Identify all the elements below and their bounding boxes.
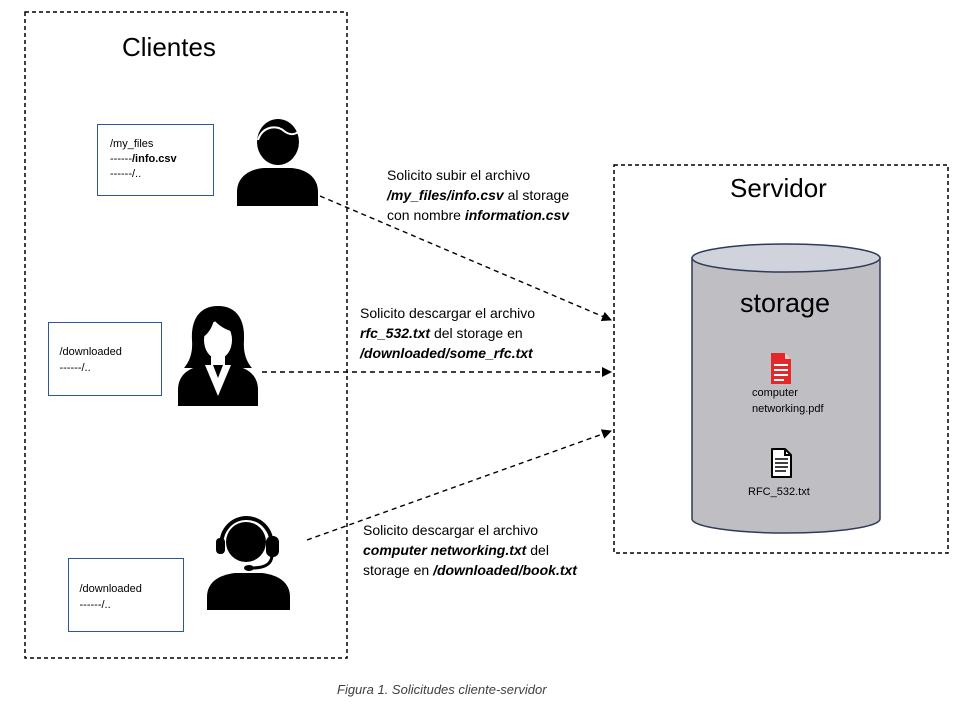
user-bangs	[203, 316, 234, 337]
headset-mic	[244, 565, 254, 571]
request-line: Solicito descargar el archivo	[363, 522, 539, 538]
pdf-page-fold	[785, 353, 791, 359]
female-user-icon	[178, 306, 258, 406]
storage-label: storage	[740, 288, 831, 318]
file-tree-parent-entry: ------/..	[59, 361, 91, 374]
file-tree-root: /downloaded	[79, 582, 142, 595]
request-line: Solicito descargar el archivo	[360, 305, 536, 321]
figure-caption: Figura 1. Solicitudes cliente-servidor	[337, 682, 547, 697]
text-lines	[775, 458, 788, 472]
user-body	[237, 168, 318, 206]
request-source-file: /my_files/info.csv	[387, 187, 504, 203]
pdf-line	[774, 374, 788, 376]
text-file-icon	[771, 448, 792, 478]
file-tree-entry-prefix: ------	[110, 153, 132, 165]
file-tree-root: /downloaded	[59, 345, 122, 358]
headset-band	[219, 516, 274, 549]
upload-request-arrow	[319, 195, 612, 322]
request-source-file: computer networking.txt	[363, 542, 527, 558]
pdf-page	[771, 353, 791, 384]
storage-cylinder	[691, 243, 881, 534]
user-hairline	[257, 126, 299, 141]
request-text: con nombre	[387, 207, 461, 223]
file-tree-root: /my_files	[110, 138, 154, 150]
request-line: computer networking.txt del	[363, 540, 577, 560]
request-line: Solicito subir el archivo	[387, 167, 531, 183]
request-line: storage en /downloaded/book.txt	[363, 560, 577, 580]
stored-file-name: computer networking.pdf	[752, 387, 824, 415]
request-target-name: information.csv	[464, 207, 570, 223]
headset-user-icon	[207, 516, 290, 610]
request-line: /my_files/info.csv al storage	[387, 185, 569, 205]
server-panel-title: Servidor	[730, 173, 827, 203]
client-file-tree-box: /my_files ------/info.csv ------/..	[97, 124, 214, 196]
user-neck	[211, 354, 225, 366]
text-page-fold	[784, 449, 791, 456]
user-head	[257, 119, 299, 165]
download-rfc-request-label: Solicito descargar el archivo rfc_532.tx…	[360, 303, 535, 363]
cylinder-top	[691, 243, 881, 273]
request-line: con nombre information.csv	[387, 205, 569, 225]
request-text: del storage en	[433, 325, 523, 341]
clients-panel-border	[24, 11, 348, 659]
request-text: del	[530, 542, 549, 558]
headset-ear-cup-right	[266, 536, 279, 557]
pdf-line	[774, 369, 788, 371]
request-target-path: /downloaded/some_rfc.txt	[360, 345, 533, 361]
request-text: storage en	[363, 562, 430, 578]
file-tree-entry-name: /info.csv	[131, 153, 177, 165]
pdf-line	[774, 364, 788, 366]
request-target-path: /downloaded/book.txt	[433, 562, 577, 578]
headset-ear-cup-left	[216, 538, 225, 554]
upload-request-label: Solicito subir el archivo /my_files/info…	[387, 165, 569, 225]
user-collar-inner	[213, 365, 223, 378]
cylinder-body	[691, 257, 881, 534]
stored-file-name: RFC_532.txt	[748, 486, 810, 498]
clients-panel-title: Clientes	[122, 32, 216, 62]
client-file-tree-box: /downloaded ------/..	[68, 558, 184, 632]
request-source-file: rfc_532.txt	[360, 325, 431, 341]
request-text: al storage	[507, 187, 570, 203]
pdf-file-icon	[771, 353, 791, 384]
file-tree-entry: ------/info.csv	[110, 152, 213, 167]
server-panel-border	[613, 164, 949, 554]
user-face	[204, 321, 232, 359]
file-tree-parent-entry: ------/..	[110, 168, 142, 180]
male-user-icon	[237, 119, 318, 206]
user-head	[226, 522, 266, 562]
file-tree-parent-entry: ------/..	[79, 598, 111, 611]
pdf-line	[774, 379, 784, 381]
user-body	[207, 573, 290, 610]
request-line: rfc_532.txt del storage en	[360, 323, 535, 343]
client-file-tree-box: /downloaded ------/..	[48, 322, 162, 396]
download-book-request-label: Solicito descargar el archivo computer n…	[363, 520, 577, 580]
user-collar	[205, 365, 231, 396]
